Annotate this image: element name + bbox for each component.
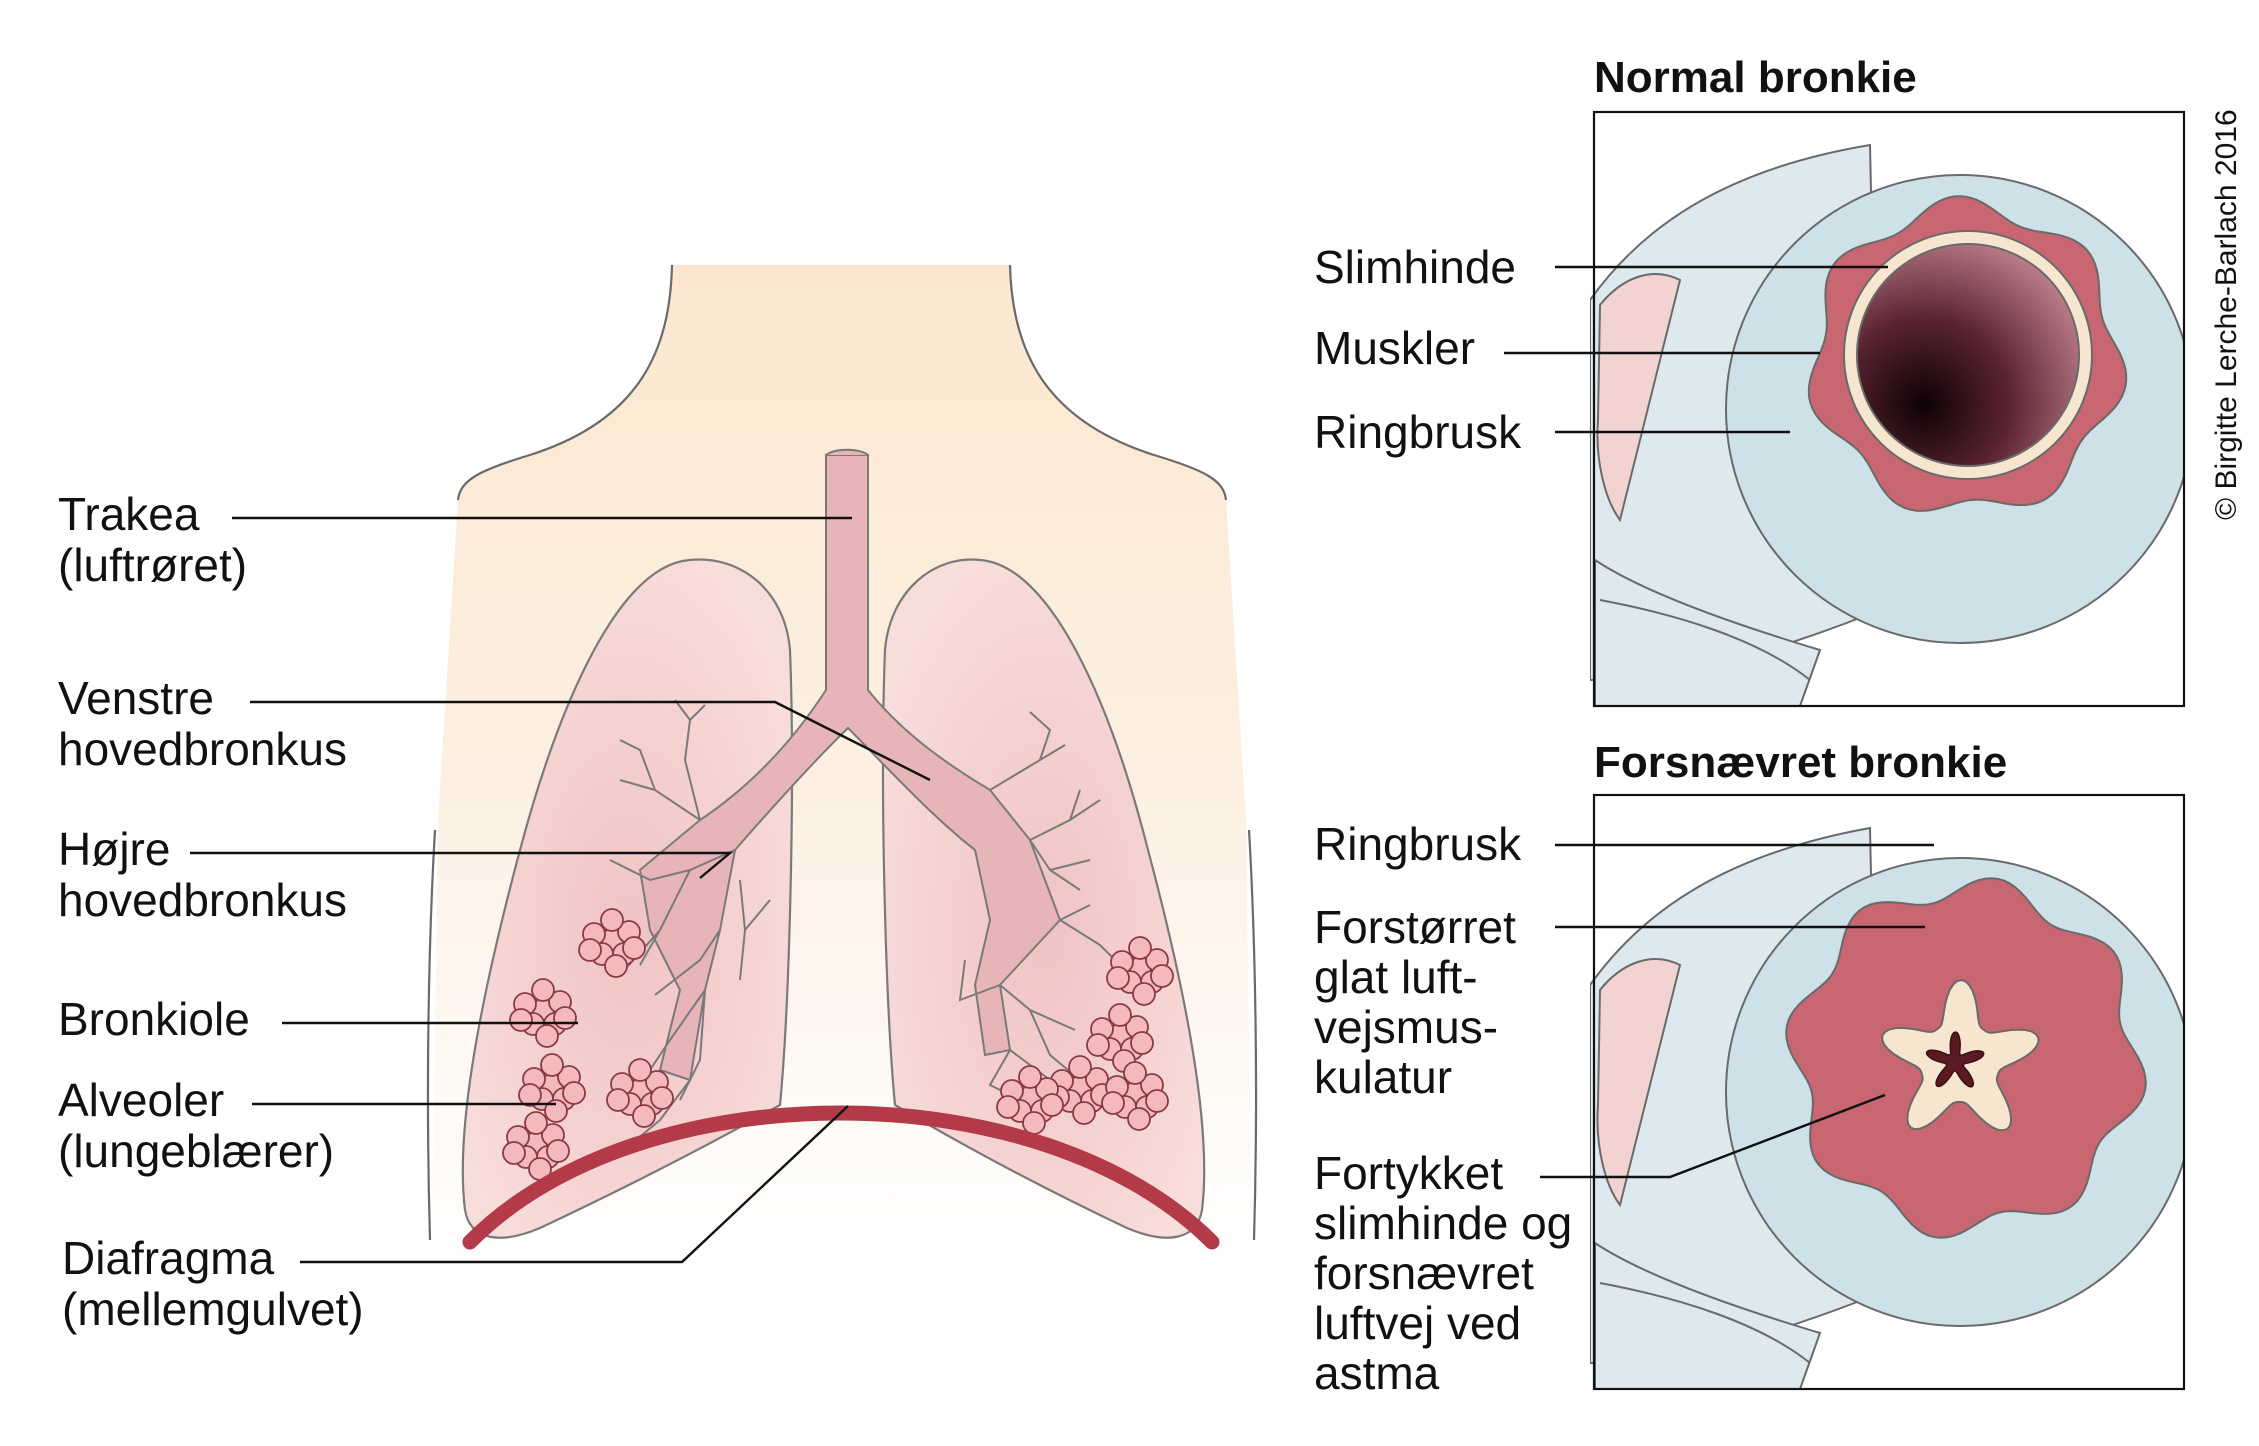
label-muskulatur-line-3: vejsmus-	[1314, 1001, 1498, 1053]
copyright-notice: © Birgitte Lerche-Barlach 2016	[2210, 109, 2243, 520]
alveolus	[509, 1008, 533, 1032]
normal-leader-lines	[1504, 265, 1888, 434]
alveoli	[502, 908, 1174, 1181]
alveoli-cluster	[1106, 936, 1174, 1006]
label-muskulatur-line-1: Forstørret	[1314, 901, 1516, 953]
label-slimhinde: Slimhinde	[1314, 241, 1516, 293]
label-muskler: Muskler	[1314, 322, 1475, 374]
normal-bronkie-title: Normal bronkie	[1594, 53, 1917, 102]
label-alveoler-line-2: (lungeblærer)	[58, 1125, 334, 1177]
alveolus	[1108, 1003, 1132, 1027]
alveolus	[1150, 964, 1174, 988]
alveolus	[535, 1024, 559, 1048]
label-hojre-line-2: hovedbronkus	[58, 874, 347, 926]
alveolus	[562, 1081, 586, 1105]
alveoli-cluster	[518, 1053, 586, 1123]
alveolus	[1086, 1033, 1110, 1057]
narrowed-bronchus-frame	[1592, 793, 2186, 1391]
alveoli-cluster	[578, 908, 646, 978]
label-ringbrusk-normal: Ringbrusk	[1314, 406, 1522, 458]
label-diafragma-line-1: Diafragma	[62, 1232, 275, 1284]
label-slimhinde-narrowed-line-5: astma	[1314, 1347, 1440, 1399]
alveolus	[622, 936, 646, 960]
label-ringbrusk-narrowed-line-1: Ringbrusk	[1314, 818, 1522, 870]
alveolus	[553, 1006, 577, 1030]
alveolus	[544, 1099, 568, 1123]
label-ringbrusk-normal-line-1: Ringbrusk	[1314, 406, 1522, 458]
label-venstre-line-2: hovedbronkus	[58, 723, 347, 775]
alveolus	[1022, 1111, 1046, 1135]
alveolus	[1132, 982, 1156, 1006]
label-hojre-hovedbronkus: Højre hovedbronkus	[58, 823, 347, 926]
alveolus	[632, 1104, 656, 1128]
label-trakea-line-2: (luftrøret)	[58, 539, 247, 591]
label-alveoler-line-1: Alveoler	[58, 1074, 224, 1126]
left-leader-lines	[190, 516, 931, 1264]
label-muskler-line-1: Muskler	[1314, 322, 1475, 374]
alveolus	[540, 1053, 564, 1077]
trachea-and-bronchi	[609, 448, 1121, 1146]
label-muskulatur-line-2: glat luft-	[1314, 951, 1478, 1003]
alveolus	[604, 954, 628, 978]
alveoli-cluster	[996, 1065, 1064, 1135]
alveolus	[606, 1088, 630, 1112]
label-muskulatur-line-4: kulatur	[1314, 1051, 1452, 1103]
alveolus	[1123, 1061, 1147, 1085]
label-bronkiole: Bronkiole	[58, 993, 250, 1045]
alveolus	[1145, 1089, 1169, 1113]
label-alveoler: Alveoler (lungeblærer)	[58, 1074, 334, 1177]
label-venstre-line-1: Venstre	[58, 672, 214, 724]
label-fortykket-slimhinde: Fortykket slimhinde og forsnævret luftve…	[1314, 1147, 1585, 1399]
alveolus	[1040, 1093, 1064, 1117]
label-slimhinde-narrowed-line-1: Fortykket	[1314, 1147, 1503, 1199]
narrowed-leader-lines	[1540, 843, 1934, 1179]
alveoli-cluster	[606, 1058, 674, 1128]
alveolus	[1130, 1031, 1154, 1055]
label-bronkiole-line-1: Bronkiole	[58, 993, 250, 1045]
narrowed-bronchus-panel	[1590, 795, 2184, 1389]
alveolus	[1127, 1107, 1151, 1131]
alveoli-cluster	[1086, 1003, 1154, 1073]
alveolus	[1101, 1091, 1125, 1115]
label-diafragma-line-2: (mellemgulvet)	[62, 1283, 364, 1335]
label-slimhinde-line-1: Slimhinde	[1314, 241, 1516, 293]
label-trakea: Trakea (luftrøret)	[58, 488, 247, 591]
label-ringbrusk-narrowed: Ringbrusk	[1314, 818, 1522, 870]
alveolus	[650, 1086, 674, 1110]
alveolus	[1068, 1055, 1092, 1079]
label-slimhinde-narrowed-line-4: luftvej ved	[1314, 1297, 1521, 1349]
alveolus	[996, 1095, 1020, 1119]
alveolus	[628, 1058, 652, 1082]
alveolus	[524, 1111, 548, 1135]
alveolus	[1106, 966, 1130, 990]
alveolus	[1018, 1065, 1042, 1089]
alveolus	[531, 978, 555, 1002]
alveolus	[502, 1141, 526, 1165]
label-hojre-line-1: Højre	[58, 823, 170, 875]
alveolus	[518, 1083, 542, 1107]
forsnaevret-bronkie-title: Forsnævret bronkie	[1594, 738, 2007, 787]
label-slimhinde-narrowed-line-3: forsnævret	[1314, 1247, 1534, 1299]
label-forstorret-muskulatur: Forstørret glat luft- vejsmus- kulatur	[1314, 901, 1529, 1103]
alveolus	[600, 908, 624, 932]
alveolus	[1072, 1101, 1096, 1125]
normal-bronchus-frame	[1592, 110, 2186, 708]
label-venstre-hovedbronkus: Venstre hovedbronkus	[58, 672, 347, 775]
label-diafragma: Diafragma (mellemgulvet)	[62, 1232, 364, 1335]
alveolus	[546, 1139, 570, 1163]
label-trakea-line-1: Trakea	[58, 488, 200, 540]
normal-bronchus-panel	[1590, 112, 2184, 706]
alveolus	[1128, 936, 1152, 960]
label-slimhinde-narrowed-line-2: slimhinde og	[1314, 1197, 1572, 1249]
alveolus	[578, 938, 602, 962]
alveoli-cluster	[1101, 1061, 1169, 1131]
